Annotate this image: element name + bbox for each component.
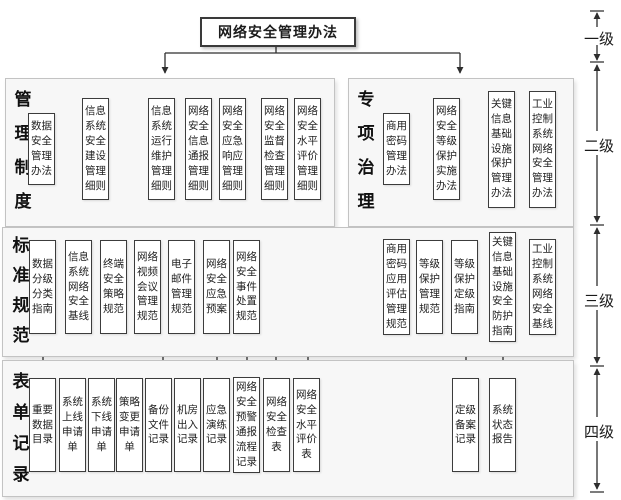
doc-box-label: 等级保护管理规范: [419, 258, 440, 315]
doc-box: 数据分级分类指南: [29, 240, 56, 334]
doc-box-label: 网络安全检查表: [266, 396, 287, 453]
doc-box-label: 策略变更申请单: [119, 396, 140, 453]
doc-box-label: 信息系统网络安全基线: [68, 250, 89, 323]
doc-box-label: 定级备案记录: [455, 403, 476, 446]
root-title-box: 网络安全管理办法: [200, 17, 356, 47]
doc-box-label: 信息系统运行维护管理细则: [151, 105, 172, 192]
doc-box: 应急演练记录: [203, 378, 230, 472]
doc-box: 定级备案记录: [452, 378, 479, 472]
doc-box-label: 系统状态报告: [492, 403, 513, 446]
doc-box-label: 数据安全管理办法: [31, 120, 52, 177]
doc-box-label: 网络安全应急响应管理细则: [222, 105, 243, 192]
doc-box-label: 系统下线申请单: [91, 396, 112, 453]
level-dimension-lines: [590, 10, 604, 493]
doc-box: 网络安全事件处置规范: [233, 240, 260, 334]
doc-box: 系统状态报告: [489, 378, 516, 472]
doc-box-label: 工业控制系统网络安全基线: [532, 243, 553, 330]
level-label-3: 三级: [583, 293, 614, 310]
doc-box: 商用密码管理办法: [383, 113, 410, 185]
doc-box: 网络安全等级保护实施办法: [433, 98, 460, 200]
doc-box-label: 终端安全策略规范: [103, 258, 124, 315]
doc-box: 网络安全预警通报流程记录: [233, 377, 260, 473]
doc-box-label: 重要数据目录: [32, 403, 53, 446]
doc-box: 电子邮件管理规范: [168, 240, 195, 334]
doc-box: 等级保护定级指南: [451, 240, 478, 334]
doc-box: 信息系统网络安全基线: [65, 240, 92, 334]
doc-box: 关键信息基础设施安全防护指南: [489, 232, 516, 342]
doc-box: 策略变更申请单: [116, 378, 143, 472]
doc-box: 网络安全信息通报管理细则: [185, 98, 212, 200]
doc-box-label: 网络安全预警通报流程记录: [236, 381, 257, 468]
doc-box: 信息系统安全建设管理细则: [82, 98, 109, 200]
doc-box: 网络安全监督检查管理细则: [261, 98, 288, 200]
group-standards: [2, 227, 574, 357]
doc-box-label: 商用密码管理办法: [386, 120, 407, 177]
group-label-form-records: 表单记录: [12, 372, 30, 484]
doc-box: 网络安全水平评价表: [293, 378, 320, 472]
doc-box: 工业控制系统网络安全管理办法: [529, 90, 556, 208]
doc-box-label: 网络安全监督检查管理细则: [264, 105, 285, 192]
doc-box: 数据安全管理办法: [28, 113, 55, 185]
doc-box: 网络视频会议管理规范: [134, 240, 161, 334]
doc-box-label: 网络安全事件处置规范: [236, 250, 257, 323]
doc-box: 网络安全应急响应管理细则: [219, 98, 246, 200]
doc-box-label: 网络视频会议管理规范: [137, 250, 158, 323]
doc-box-label: 网络安全信息通报管理细则: [188, 105, 209, 192]
doc-box: 网络安全检查表: [263, 378, 290, 472]
level-label-1: 一级: [583, 31, 614, 48]
doc-box-label: 应急演练记录: [206, 403, 227, 446]
doc-box: 系统上线申请单: [59, 378, 86, 472]
doc-box-label: 机房出入记录: [177, 403, 198, 446]
doc-box: 关键信息基础设施保护管理办法: [488, 90, 515, 208]
doc-box-label: 工业控制系统网络安全管理办法: [532, 97, 553, 200]
doc-box-label: 备份文件记录: [148, 403, 169, 446]
group-label-special-governance: 专项治理: [357, 90, 375, 211]
doc-box: 机房出入记录: [174, 378, 201, 472]
doc-box: 等级保护管理规范: [416, 240, 443, 334]
doc-box-label: 系统上线申请单: [62, 396, 83, 453]
doc-box-label: 关键信息基础设施安全防护指南: [492, 235, 513, 338]
doc-box-label: 信息系统安全建设管理细则: [85, 105, 106, 192]
doc-box: 工业控制系统网络安全基线: [529, 239, 556, 335]
doc-box: 商用密码应用评估管理规范: [383, 239, 410, 335]
doc-box: 备份文件记录: [145, 378, 172, 472]
doc-box-label: 商用密码应用评估管理规范: [386, 243, 407, 330]
doc-box-label: 数据分级分类指南: [32, 258, 53, 315]
doc-box: 重要数据目录: [29, 378, 56, 472]
doc-box-label: 网络安全水平评价管理细则: [297, 105, 318, 192]
doc-box: 网络安全水平评价管理细则: [294, 98, 321, 200]
doc-box: 系统下线申请单: [88, 378, 115, 472]
doc-box: 终端安全策略规范: [100, 240, 127, 334]
doc-box-label: 网络安全水平评价表: [296, 388, 317, 461]
doc-box-label: 关键信息基础设施保护管理办法: [491, 97, 512, 200]
doc-box-label: 等级保护定级指南: [454, 258, 475, 315]
doc-box-label: 网络安全等级保护实施办法: [436, 105, 457, 192]
group-label-standards: 标准规范: [12, 236, 30, 345]
level-label-4: 四级: [583, 424, 614, 441]
level-label-2: 二级: [583, 138, 614, 155]
doc-box-label: 网络安全应急预案: [206, 258, 227, 315]
group-label-management-system: 管理制度: [14, 90, 32, 211]
doc-box: 网络安全应急预案: [203, 240, 230, 334]
doc-box-label: 电子邮件管理规范: [171, 258, 192, 315]
doc-box: 信息系统运行维护管理细则: [148, 98, 175, 200]
